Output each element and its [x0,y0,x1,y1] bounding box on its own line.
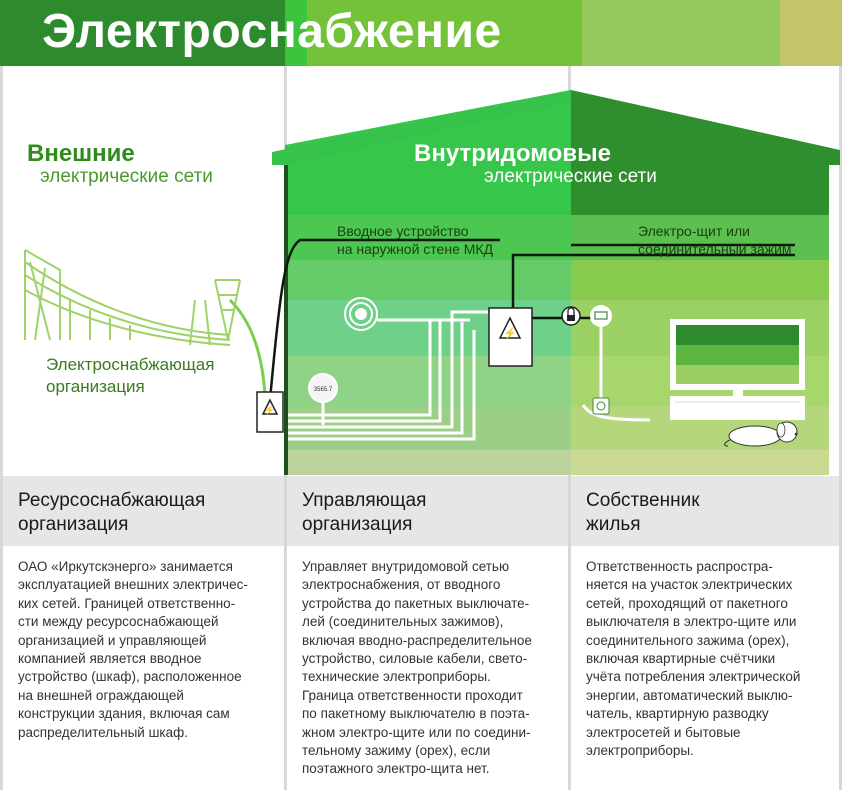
description-line: ОАО «Иркутскэнерго» занимается [18,559,233,574]
description-line: ких сетей. Границей ответственно- [18,595,236,611]
description-line: соединительного зажима (орех), [586,632,790,648]
description-line: энергии, автоматический выклю- [586,687,793,703]
lamp-icon [344,297,430,331]
heading-line: Ресурсоснабжающая [18,490,206,511]
description-line: на внешней ограждающей [18,687,184,703]
header-bar: Электроснабжение [0,0,842,66]
description-line: включая квартирные счётчики [586,651,776,667]
heading-line: Собственник [586,490,700,511]
description-line: сти между ресурсоснабжающей [18,614,219,630]
description-line: по пакетному выключателю в поэта- [302,706,530,722]
input-device-label: Вводное устройство на наружной стене МКД [337,222,493,258]
page-title: Электроснабжение [42,5,502,58]
owner-heading: Собственник жилья [586,489,700,537]
input-cabinet: ⚡ [256,391,284,433]
header-segment-olive [780,0,842,66]
description-line: устройство, силовые кабели, свето- [302,651,528,667]
owner-description: Ответственность распростра-няется на уча… [586,558,800,760]
description-line: сетей, проходящий от пакетного [586,595,788,611]
description-line: электросетей и бытовые [586,724,741,740]
meter-icon: 3565.7 [308,373,338,425]
description-line: электроприборы. [586,743,694,759]
svg-text:⚡: ⚡ [503,327,517,340]
apartment-meter-dial [590,305,612,327]
description-line: тельному зажиму (орех), если [302,743,491,759]
description-line: жном электро-щите или по соедини- [302,724,531,740]
column-divider [839,476,842,790]
description-line: включая вводно-распределительное [302,632,532,648]
cable-bundle [288,310,488,441]
description-line: компанией является вводное [18,651,202,667]
heading-line: организация [302,514,413,535]
resource-org-heading: Ресурсоснабжающая организация [18,489,205,537]
internal-networks-title: Внутридомовые [414,140,611,167]
description-line: эксплуатацией внешних электричес- [18,577,248,593]
input-device-label-line: Вводное устройство [337,223,469,239]
description-line: технические электроприборы. [302,669,491,685]
svg-text:⚡: ⚡ [264,404,275,416]
input-device-label-line: на наружной стене МКД [337,241,494,257]
description-line: электроснабжения, от вводного [302,577,501,593]
description-line: Граница ответственности проходит [302,687,523,703]
header-segment-dark [0,0,285,66]
external-networks-title: Внешние [27,140,135,167]
management-org-heading: Управляющая организация [302,489,426,537]
external-networks-subtitle: электрические сети [40,166,213,187]
heading-line: Управляющая [302,490,427,511]
supply-org-label-line: Электроснабжающая [46,355,215,374]
col-heading-bg [0,476,284,546]
management-org-description: Управляет внутридомовой сетью электроснаб… [302,558,532,779]
description-line: Управляет внутридомовой сетью [302,559,510,574]
description-line: лей (соединительных зажимов), [302,614,504,630]
supply-org-label-line: организация [46,377,145,396]
supply-org-label: Электроснабжающая организация [46,354,214,398]
header-segment-green [307,0,582,66]
dog-icon [724,421,798,447]
lock-icon [561,306,581,326]
apartment-meter [581,326,651,422]
description-line: няется на участок электрических [586,577,793,593]
panel-label: Электро-щит или соединительный зажим [638,222,792,258]
socket-icon [592,397,610,415]
power-line-towers [24,249,241,346]
description-line: конструкции здания, включая сам [18,706,230,722]
col-heading-bg [287,476,568,546]
description-line: устройства до пакетных выключате- [302,595,530,611]
header-segment-bright [285,0,307,66]
description-line: организацией и управляющей [18,632,207,648]
col-heading-bg [571,476,842,546]
description-line: учёта потребления электрической [586,669,801,685]
svg-text:3565.7: 3565.7 [314,387,333,393]
tv-icon [670,319,805,420]
description-line: Ответственность распростра- [586,559,773,574]
description-line: чатель, квартирную разводку [586,706,769,722]
description-line: поэтажного электро-щита нет. [302,761,490,777]
heading-line: организация [18,514,129,535]
column-divider [0,476,3,790]
header-segment-light [582,0,780,66]
description-line: выключателя в электро-щите или [586,614,797,630]
high-voltage-icon: ⚡ [488,307,533,367]
column-divider [284,476,287,790]
electricity-illustration: 3565.7 ⚡ ⚡ [0,66,842,476]
heading-line: жилья [586,514,641,535]
description-line: распределительный шкаф. [18,724,189,740]
internal-networks-subtitle: электрические сети [484,166,657,187]
resource-org-description: ОАО «Иркутскэнерго» занимается эксплуатац… [18,558,248,742]
panel-label-line: Электро-щит или [638,223,750,239]
panel-label-line: соединительный зажим [638,241,792,257]
column-divider [568,476,571,790]
description-line: устройство (шкаф), расположенное [18,669,242,685]
